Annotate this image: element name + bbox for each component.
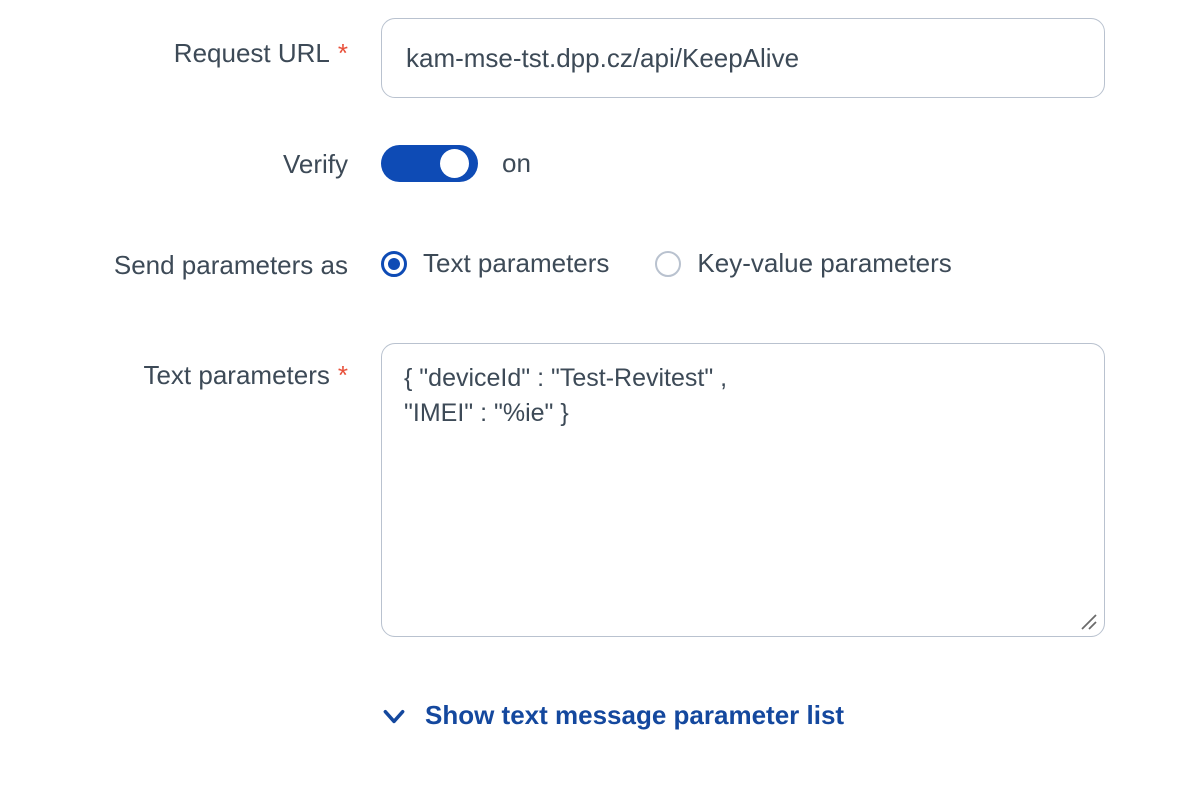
text-parameters-textarea[interactable] <box>381 343 1105 637</box>
parameter-list-link-row: Show text message parameter list <box>0 700 1177 731</box>
chevron-down-icon <box>383 709 405 723</box>
request-url-label-text: Request URL <box>173 38 330 68</box>
radio-selected-icon <box>381 250 407 277</box>
show-parameter-list-link[interactable]: Show text message parameter list <box>381 700 844 731</box>
request-url-row: Request URL* <box>0 18 1177 98</box>
toggle-knob <box>440 149 469 178</box>
text-parameters-label-text: Text parameters <box>143 360 330 390</box>
radio-option-text-parameters[interactable]: Text parameters <box>381 248 609 279</box>
required-asterisk: * <box>337 360 348 390</box>
send-parameters-as-label: Send parameters as <box>113 250 348 280</box>
request-url-input[interactable] <box>381 18 1105 98</box>
verify-label: Verify <box>282 149 348 179</box>
radio-label-text-parameters: Text parameters <box>423 248 610 278</box>
verify-state-label: on <box>502 148 531 178</box>
radio-label-key-value-parameters: Key-value parameters <box>697 248 952 278</box>
radio-unselected-icon <box>655 250 682 277</box>
verify-toggle[interactable] <box>381 145 478 182</box>
text-parameters-field-wrapper <box>381 343 1105 637</box>
show-parameter-list-link-text: Show text message parameter list <box>425 700 845 730</box>
send-parameters-as-row: Send parameters as Text parameters Key-v… <box>0 248 1177 281</box>
text-parameters-label: Text parameters* <box>0 343 348 391</box>
request-url-field-wrapper <box>381 18 1105 98</box>
radio-option-key-value-parameters[interactable]: Key-value parameters <box>655 248 952 279</box>
request-url-label: Request URL* <box>0 18 348 69</box>
verify-row: Verify on <box>0 145 1177 182</box>
send-parameters-as-radio-group: Text parameters Key-value parameters <box>381 248 952 279</box>
verify-field-wrapper: on <box>381 145 531 182</box>
required-asterisk: * <box>337 38 348 68</box>
text-parameters-row: Text parameters* <box>0 343 1177 637</box>
